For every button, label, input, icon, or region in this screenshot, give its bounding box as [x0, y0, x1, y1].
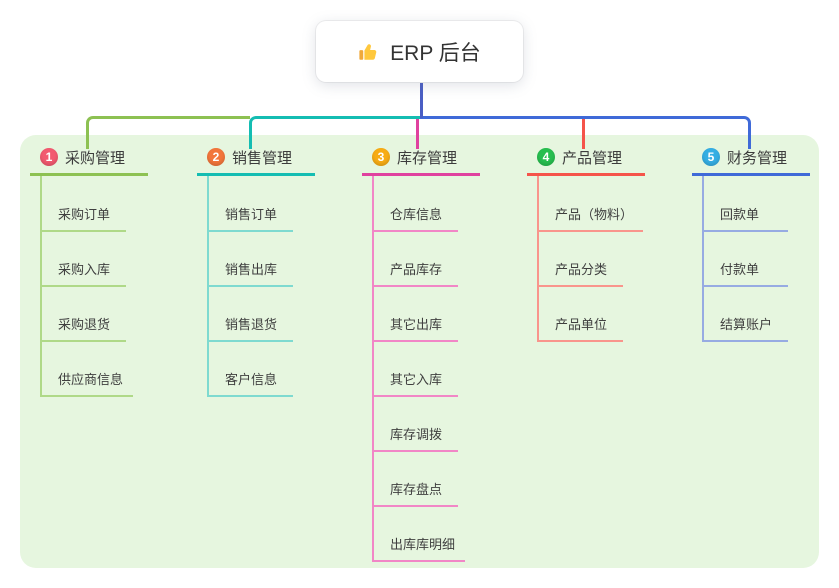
spine-finance — [702, 176, 704, 342]
child-node[interactable]: 付款单 — [702, 259, 788, 287]
child-node[interactable]: 仓库信息 — [372, 204, 458, 232]
root-node[interactable]: ERP 后台 — [316, 21, 523, 82]
connector-root-stub — [420, 82, 423, 118]
child-node[interactable]: 产品分类 — [537, 259, 623, 287]
child-node[interactable]: 客户信息 — [207, 369, 293, 397]
child-node[interactable]: 回款单 — [702, 204, 788, 232]
child-node[interactable]: 销售订单 — [207, 204, 293, 232]
branch-header-purchase[interactable]: 1 采购管理 — [30, 146, 148, 176]
branch-badge-3: 3 — [372, 148, 390, 166]
branch-badge-5: 5 — [702, 148, 720, 166]
branch-title: 财务管理 — [727, 149, 788, 167]
child-node[interactable]: 其它入库 — [372, 369, 458, 397]
thumbs-up-icon — [359, 43, 377, 60]
child-node[interactable]: 供应商信息 — [40, 369, 134, 397]
branches-panel — [20, 135, 819, 568]
connector-branch-finance — [420, 116, 751, 149]
connector-branch-product — [582, 119, 585, 149]
branch-badge-4: 4 — [537, 148, 555, 166]
child-node[interactable]: 产品单位 — [537, 314, 623, 342]
connector-branch-purchase — [86, 116, 250, 149]
child-node[interactable]: 库存调拨 — [372, 424, 458, 452]
branch-header-product[interactable]: 4 产品管理 — [527, 146, 645, 176]
branch-badge-2: 2 — [207, 148, 225, 166]
branch-badge-1: 1 — [40, 148, 58, 166]
child-node[interactable]: 产品（物料） — [537, 204, 644, 232]
child-node[interactable]: 产品库存 — [372, 259, 458, 287]
spine-inventory — [372, 176, 374, 562]
branch-title: 产品管理 — [562, 149, 623, 167]
spine-product — [537, 176, 539, 342]
child-node[interactable]: 出库库明细 — [372, 534, 466, 562]
child-node[interactable]: 采购退货 — [40, 314, 126, 342]
branch-header-finance[interactable]: 5 财务管理 — [692, 146, 810, 176]
child-node[interactable]: 销售出库 — [207, 259, 293, 287]
child-node[interactable]: 其它出库 — [372, 314, 458, 342]
child-node[interactable]: 库存盘点 — [372, 479, 458, 507]
child-node[interactable]: 采购订单 — [40, 204, 126, 232]
connector-branch-inventory — [416, 119, 419, 149]
root-title: ERP 后台 — [390, 41, 481, 65]
branch-title: 库存管理 — [397, 149, 458, 167]
connector-branch-sales — [249, 116, 421, 149]
branch-header-sales[interactable]: 2 销售管理 — [197, 146, 315, 176]
branch-header-inventory[interactable]: 3 库存管理 — [362, 146, 480, 176]
child-node[interactable]: 结算账户 — [702, 314, 788, 342]
child-node[interactable]: 销售退货 — [207, 314, 293, 342]
branch-title: 销售管理 — [232, 149, 293, 167]
child-node[interactable]: 采购入库 — [40, 259, 126, 287]
branch-title: 采购管理 — [65, 149, 126, 167]
